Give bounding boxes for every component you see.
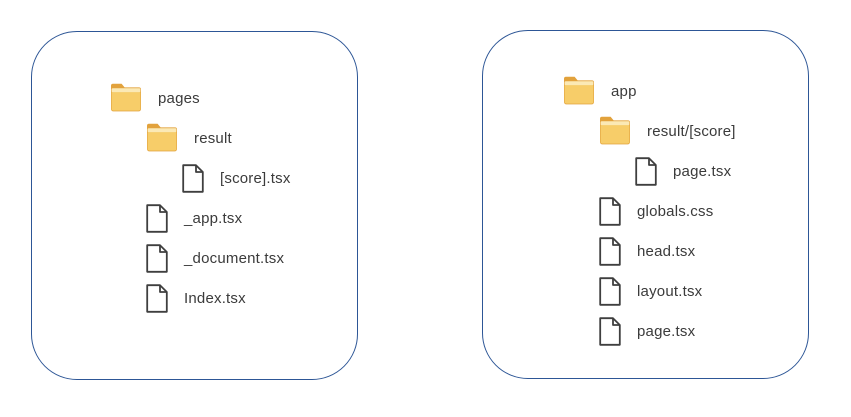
tree-item-icon-slot xyxy=(146,243,168,273)
tree-item-label: globals.css xyxy=(637,202,714,220)
tree-item-label: [score].tsx xyxy=(220,169,291,187)
tree-item-file: _document.tsx xyxy=(146,238,357,278)
file-icon xyxy=(146,243,168,273)
panel-app-directory: app result/[score] page.tsx globals.css … xyxy=(482,30,809,379)
tree-item-folder: result xyxy=(146,118,357,158)
file-icon xyxy=(599,236,621,266)
tree-item-file: page.tsx xyxy=(635,151,808,191)
tree-item-file: layout.tsx xyxy=(599,271,808,311)
tree-item-label: page.tsx xyxy=(673,162,732,180)
tree-item-folder: app xyxy=(563,71,808,111)
file-icon xyxy=(182,163,204,193)
tree-item-file: _app.tsx xyxy=(146,198,357,238)
folder-icon xyxy=(147,123,177,152)
tree-item-icon-slot xyxy=(599,316,621,346)
tree-item-icon-slot xyxy=(182,163,204,193)
tree-item-label: _document.tsx xyxy=(184,249,285,267)
tree-item-label: result xyxy=(194,129,232,147)
tree-item-file: head.tsx xyxy=(599,231,808,271)
file-icon xyxy=(599,316,621,346)
tree-item-file: page.tsx xyxy=(599,311,808,351)
tree-item-icon-slot xyxy=(563,76,595,106)
panel-pages-directory: pages result [score].tsx _app.tsx _docum… xyxy=(31,31,358,380)
folder-icon xyxy=(111,83,141,112)
tree-item-file: globals.css xyxy=(599,191,808,231)
tree-item-icon-slot xyxy=(146,123,178,153)
tree-item-folder: pages xyxy=(110,78,357,118)
file-icon xyxy=(146,283,168,313)
tree-item-label: pages xyxy=(158,89,200,107)
tree-item-label: result/[score] xyxy=(647,122,736,140)
tree-item-icon-slot xyxy=(599,276,621,306)
file-icon xyxy=(146,203,168,233)
file-icon xyxy=(599,276,621,306)
tree-item-label: Index.tsx xyxy=(184,289,246,307)
file-icon xyxy=(599,196,621,226)
tree-item-icon-slot xyxy=(146,283,168,313)
tree-item-icon-slot xyxy=(110,83,142,113)
folder-icon xyxy=(600,116,630,145)
file-icon xyxy=(635,156,657,186)
tree-item-folder: result/[score] xyxy=(599,111,808,151)
folder-icon xyxy=(564,76,594,105)
tree-item-file: Index.tsx xyxy=(146,278,357,318)
tree-item-label: layout.tsx xyxy=(637,282,703,300)
tree-item-icon-slot xyxy=(599,236,621,266)
tree-item-file: [score].tsx xyxy=(182,158,357,198)
tree-item-icon-slot xyxy=(599,196,621,226)
tree-item-label: head.tsx xyxy=(637,242,696,260)
tree-item-label: app xyxy=(611,82,637,100)
tree-item-icon-slot xyxy=(635,156,657,186)
tree-item-icon-slot xyxy=(146,203,168,233)
tree-item-label: _app.tsx xyxy=(184,209,243,227)
tree-item-label: page.tsx xyxy=(637,322,696,340)
tree-item-icon-slot xyxy=(599,116,631,146)
